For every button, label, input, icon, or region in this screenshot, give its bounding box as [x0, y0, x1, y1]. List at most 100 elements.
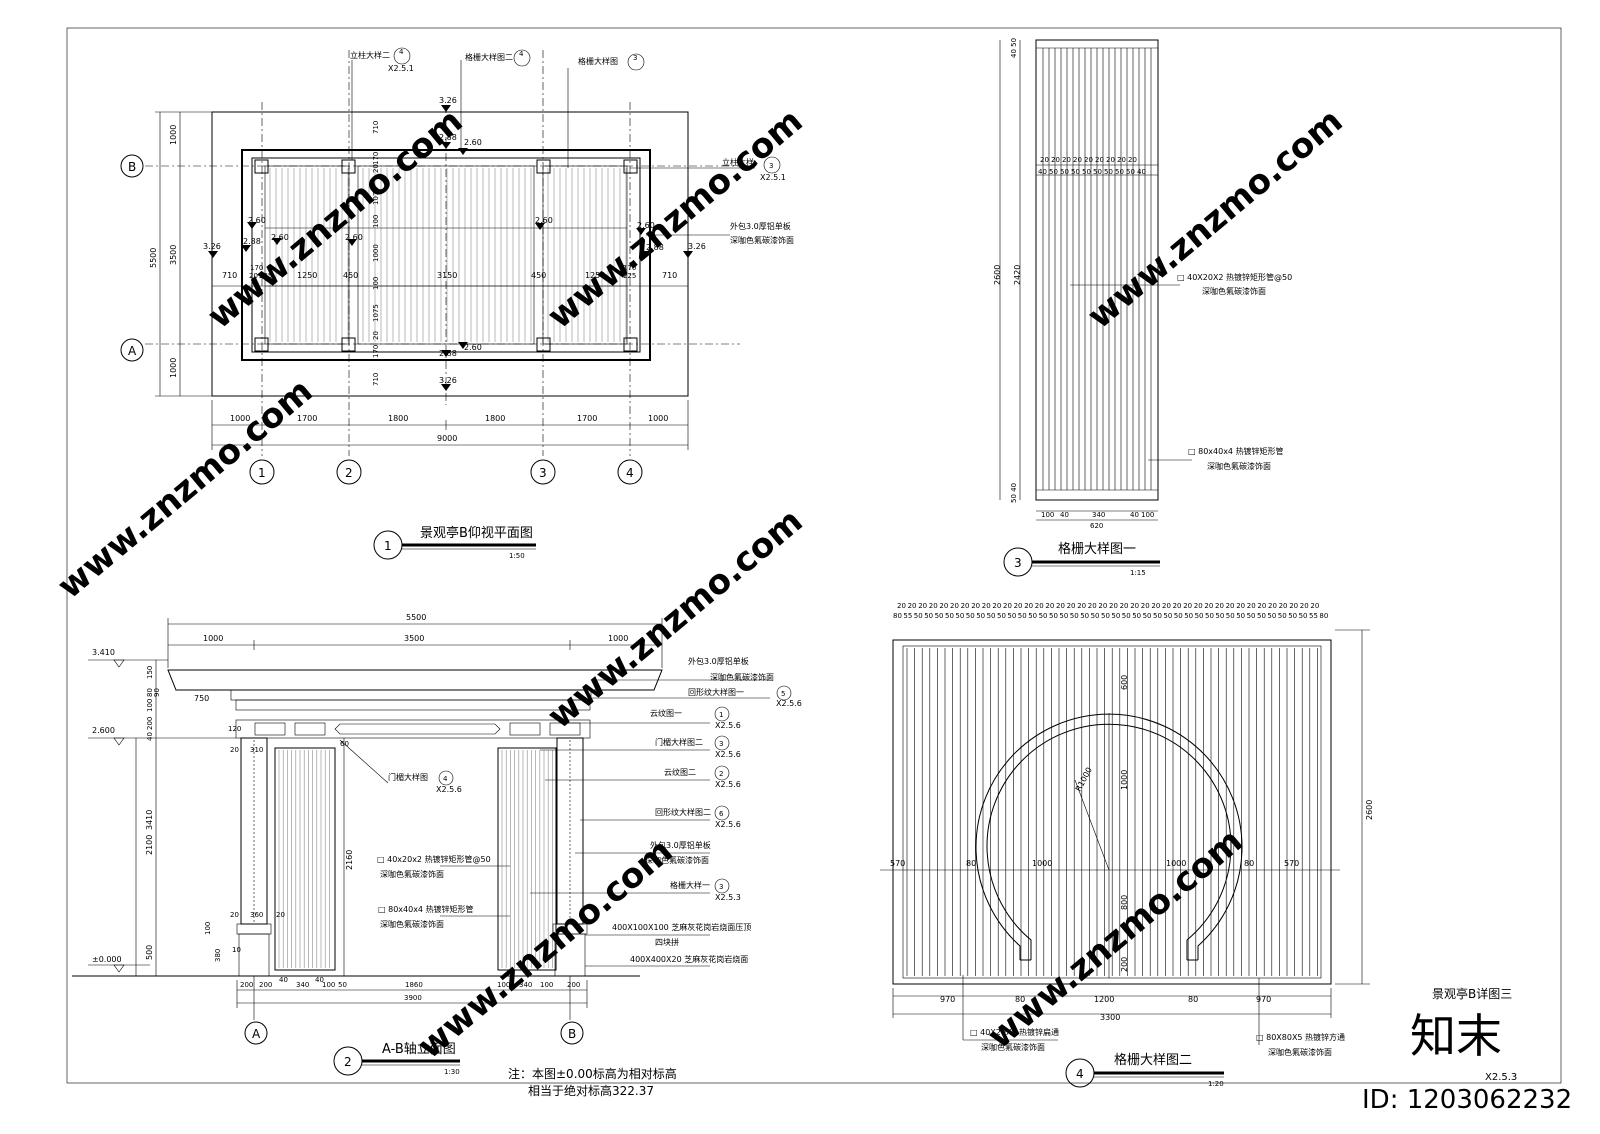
material-note: □ 80x40x4 热镀锌矩形管	[1188, 446, 1284, 456]
material-note: 深咖色氟碳漆饰面	[1268, 1047, 1332, 1057]
drawing-title: A-B轴立面图	[382, 1042, 456, 1057]
dim-text: 150	[146, 666, 154, 679]
callout-label: 云纹图一	[650, 708, 682, 718]
material-note: 400X100X100 芝麻灰花岗岩烧面压顶	[612, 922, 751, 932]
callout-num: 5	[781, 690, 785, 698]
dim-text: 20	[971, 602, 980, 610]
axis-label: B	[128, 160, 136, 174]
dim-text: 20	[1194, 602, 1203, 610]
cloud-ornament	[254, 722, 286, 736]
axis-label: A	[128, 344, 137, 358]
dim-text: 50	[1082, 168, 1091, 176]
callout-num: 6	[719, 810, 724, 818]
level-triangle	[441, 384, 451, 391]
dim-text: 100	[497, 981, 510, 989]
callout-num: 4	[399, 48, 404, 56]
dim-text: 20	[1109, 602, 1118, 610]
dim-text: 55	[1309, 612, 1318, 620]
dim-text: 40	[1038, 168, 1047, 176]
grille-panel-left	[274, 747, 336, 971]
dim-text: 100	[1141, 511, 1154, 519]
dim-text: 20	[1247, 602, 1256, 610]
dim-text: 50	[1122, 612, 1131, 620]
column-marker	[341, 159, 356, 174]
dim-text: 3300	[1100, 1013, 1120, 1022]
dim-text: 20	[1289, 602, 1298, 610]
dim-text: 80	[1319, 612, 1328, 620]
axis-circle	[120, 338, 144, 362]
dim-text: 100	[372, 215, 380, 228]
dim-text: 90	[153, 688, 161, 697]
dim-text: 710	[372, 373, 380, 386]
grille-slats	[1042, 48, 1152, 490]
axis-circle	[336, 459, 362, 485]
dim-text: 50	[338, 981, 347, 989]
callout-num: 3	[719, 740, 723, 748]
level-label: 2.60	[464, 343, 482, 352]
column-marker	[254, 337, 269, 352]
dim-text: 2100	[145, 835, 154, 855]
dim-text: 620	[1090, 522, 1103, 530]
callout-ref: X2.5.3	[715, 893, 741, 902]
radius-label: R1000	[1074, 766, 1094, 793]
dim-text: 200	[259, 981, 272, 989]
general-note: 注：本图±0.00标高为相对标高	[508, 1066, 677, 1081]
dim-text: 20	[939, 602, 948, 610]
elevation-view: 3.410 2.600 ±0.000 3410 2100 500 150 80 …	[72, 613, 802, 1098]
dim-text: 20	[1300, 602, 1309, 610]
callout-ref: X2.5.6	[715, 750, 741, 759]
column-marker	[341, 337, 356, 352]
sheet-border	[66, 27, 1562, 1084]
dim-text: 50	[1060, 168, 1069, 176]
dim-text: 50	[1018, 612, 1027, 620]
dim-text: 50	[966, 612, 975, 620]
callout-num: 1	[719, 711, 723, 719]
plan-grille-slats	[265, 168, 627, 342]
dim-text: 50	[1049, 612, 1058, 620]
dim-text: 20	[929, 602, 938, 610]
dim-text: 50	[1111, 612, 1120, 620]
dim-text: 50	[1215, 612, 1224, 620]
drawing-scale: 1:15	[1130, 569, 1146, 577]
dim-text: 20	[1040, 156, 1049, 164]
dim-text: 40	[1137, 168, 1146, 176]
dim-text: 120	[228, 725, 241, 733]
column-base	[238, 933, 270, 977]
dim-text: 1000	[169, 358, 178, 378]
axis-label: 4	[626, 466, 634, 480]
elevation-title-block: 2 A-B轴立面图 1:30	[333, 1042, 460, 1076]
dim-text: 800	[1120, 895, 1129, 910]
dim-text: 50	[1028, 612, 1037, 620]
dim-text: 50	[1195, 612, 1204, 620]
dim-text: 20	[908, 602, 917, 610]
dim-text: 50	[1070, 612, 1079, 620]
level-label: 3.26	[439, 376, 457, 385]
dim-text: 1000	[169, 125, 178, 145]
dim-text: 100	[322, 981, 335, 989]
dim-text: 20	[1236, 602, 1245, 610]
dim-text: 50	[1236, 612, 1245, 620]
callout-ref: X2.5.6	[436, 785, 462, 794]
dim-text: 20	[1073, 156, 1082, 164]
material-note: 深咖色氟碳漆饰面	[645, 855, 709, 865]
level-label: 2.60	[345, 233, 363, 242]
level-label: 2.60	[248, 216, 266, 225]
dim-text: 20	[1084, 156, 1093, 164]
dim-text: 170	[372, 152, 380, 165]
dim-text: 50	[1104, 168, 1113, 176]
callout-num: 3	[769, 162, 773, 170]
dim-text: 20	[1215, 602, 1224, 610]
watermark-text: www.znzmo.com	[540, 501, 810, 737]
callout-ref: X2.5.1	[760, 173, 786, 182]
plan-dimensions-left: 1000 3500 1000 5500	[149, 111, 212, 397]
callout-label: 回形纹大样图一	[688, 687, 744, 697]
dim-text: 170	[372, 345, 380, 358]
dim-text: 50	[1267, 612, 1276, 620]
dim-text: 80	[1244, 859, 1254, 868]
dim-text: 170	[250, 264, 263, 272]
dim-text: 50	[1143, 612, 1152, 620]
dim-text: 3900	[404, 994, 422, 1002]
callout-label: 门楣大样图	[388, 772, 428, 782]
dim-text: 50	[1007, 612, 1016, 620]
